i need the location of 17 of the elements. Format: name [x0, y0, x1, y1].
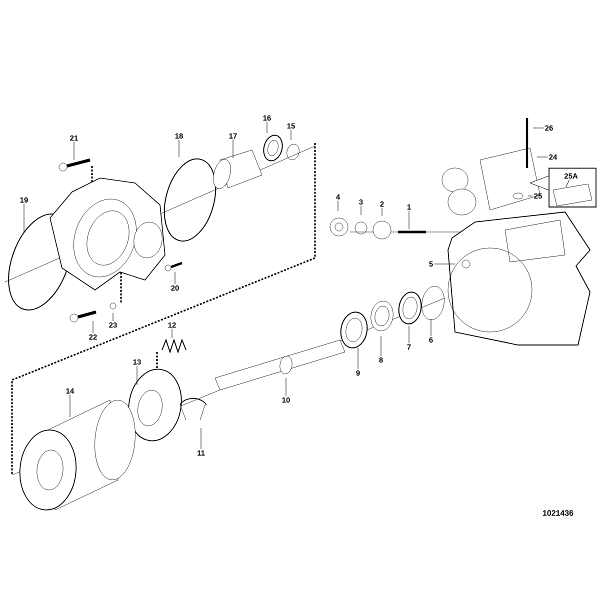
leader-line	[112, 312, 114, 322]
leader-line	[136, 366, 138, 386]
leader-line	[566, 180, 570, 188]
leader-line	[408, 210, 410, 230]
leader-line	[408, 326, 410, 344]
leader-line	[174, 272, 176, 284]
leader-line	[178, 140, 180, 158]
leader-line	[380, 336, 382, 356]
leader-line	[266, 122, 268, 134]
leader-line	[536, 156, 548, 158]
leader-line	[360, 206, 362, 216]
leader-line	[92, 320, 94, 334]
leader-line	[200, 428, 202, 450]
leader-line	[430, 318, 432, 336]
leader-line	[232, 140, 234, 158]
inset-box	[530, 168, 596, 208]
leader-line	[290, 130, 292, 140]
